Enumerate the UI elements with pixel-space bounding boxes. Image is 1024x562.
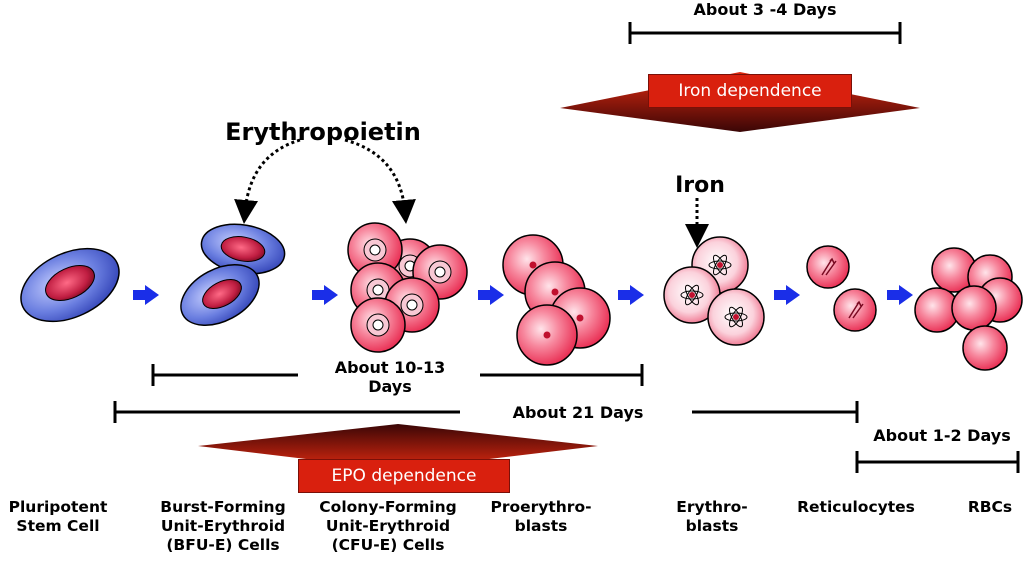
proerythroblast-dot <box>529 261 537 269</box>
epo-dependence-wedge <box>198 424 598 470</box>
bar-21-days <box>113 401 859 423</box>
iron-dependence-banner: Iron dependence <box>648 74 852 108</box>
proerythroblasts <box>502 234 611 366</box>
erythroblast-nucleus <box>717 262 723 268</box>
progression-arrow-icon <box>618 285 644 305</box>
stage-label-bfu-e: Burst-Forming Unit-Erythroid (BFU-E) Cel… <box>160 498 286 554</box>
about-21-days-label: About 21 Days <box>512 403 644 422</box>
erythroblast-nucleus <box>733 314 739 320</box>
proerythroblast-dot <box>543 331 551 339</box>
stage-label-erythroblasts: Erythro- blasts <box>676 498 748 535</box>
reticulocyte-cell <box>833 288 877 332</box>
reticulum-mark <box>821 257 837 276</box>
epo-arrows <box>234 138 416 224</box>
bar-1-2-days <box>855 451 1020 473</box>
reticulocytes <box>806 245 877 332</box>
bfu-e-cells <box>180 223 286 327</box>
stage-label-reticulocytes: Reticulocytes <box>797 498 915 516</box>
rbcs <box>914 247 1023 371</box>
progression-arrow-icon <box>133 285 159 305</box>
stage-label-stem-cell: Pluripotent Stem Cell <box>8 498 108 535</box>
reticulocyte-cell <box>806 245 850 289</box>
proerythroblast-dot <box>551 288 559 296</box>
epo-dependence-banner: EPO dependence <box>298 459 510 493</box>
about-10-13-days-label: About 10-13 Days <box>334 358 446 396</box>
stage-label-cfu-e: Colony-Forming Unit-Erythroid (CFU-E) Ce… <box>319 498 457 554</box>
iron-label: Iron <box>675 173 725 198</box>
stage-label-rbcs: RBCs <box>967 498 1013 516</box>
about-1-2-days-label: About 1-2 Days <box>873 426 1011 445</box>
stage-label-proerythroblasts: Proerythro- blasts <box>490 498 592 535</box>
progression-arrow-icon <box>887 285 913 305</box>
proerythroblast-dot <box>576 314 584 322</box>
bar-3-4-days <box>628 22 902 44</box>
cfu-e-cells <box>347 222 468 353</box>
bar-10-13-days <box>151 364 644 386</box>
progression-arrow-icon <box>312 285 338 305</box>
reticulum-mark <box>848 300 864 319</box>
stem-cell <box>20 247 120 323</box>
progression-arrow-icon <box>478 285 504 305</box>
rbc-cell <box>962 325 1008 371</box>
about-3-4-days-label: About 3 -4 Days <box>693 0 837 19</box>
erythropoietin-label: Erythropoietin <box>225 118 421 146</box>
progression-arrows <box>133 285 913 305</box>
rbc-cell <box>951 285 997 331</box>
progression-arrow-icon <box>774 285 800 305</box>
erythroblast-nucleus <box>689 292 695 298</box>
erythroblasts <box>663 236 765 346</box>
